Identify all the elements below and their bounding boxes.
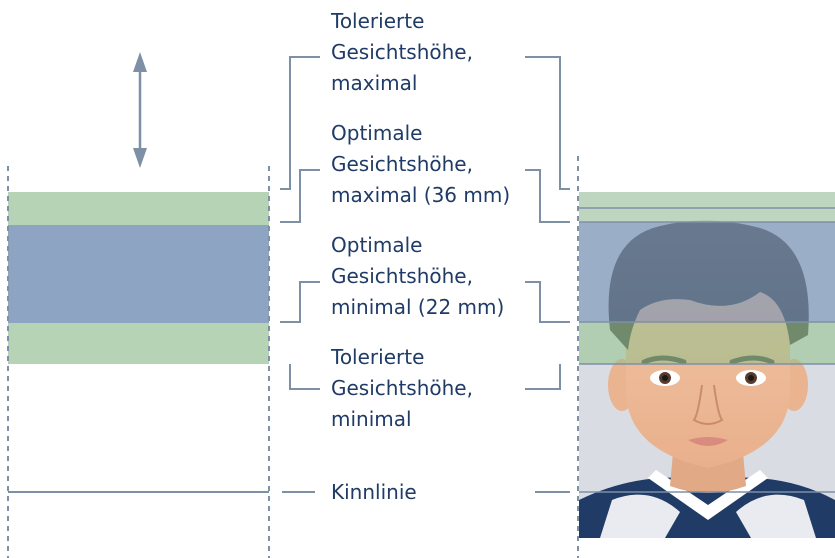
left-tolerance-band-bottom xyxy=(8,323,269,364)
label-tolerated-min-line-2: Gesichtshöhe, xyxy=(331,376,473,400)
bracket-tolerated-min-left xyxy=(289,364,320,390)
dashed-guides xyxy=(7,156,579,558)
label-tolerated-max: Tolerierte Gesichtshöhe, maximal xyxy=(331,6,473,99)
label-optimal-max-line-2: Gesichtshöhe, xyxy=(331,152,473,176)
left-optimal-band xyxy=(8,225,269,323)
bracket-optimal-min-right xyxy=(525,281,570,323)
bracket-optimal-max-left xyxy=(280,169,320,223)
left-tolerance-band-top xyxy=(8,192,269,225)
bracket-optimal-max-right xyxy=(525,169,570,223)
label-optimal-max-line-1: Optimale xyxy=(331,121,423,145)
label-optimal-min: Optimale Gesichtshöhe, minimal (22 mm) xyxy=(331,230,504,323)
bracket-tolerated-min-right xyxy=(525,364,561,390)
label-tolerated-max-line-1: Tolerierte xyxy=(331,9,425,33)
bracket-tolerated-max-right xyxy=(525,56,570,190)
left-bands xyxy=(8,192,269,364)
label-optimal-min-line-3: minimal (22 mm) xyxy=(331,295,505,319)
portrait-photo xyxy=(579,192,835,538)
label-optimal-min-line-2: Gesichtshöhe, xyxy=(331,264,473,288)
label-optimal-min-line-1: Optimale xyxy=(331,233,423,257)
label-tolerated-min-line-3: minimal xyxy=(331,407,412,431)
label-optimal-max-line-3: maximal (36 mm) xyxy=(331,183,511,207)
label-chin-line: Kinnlinie xyxy=(331,477,417,508)
photo-tolerance-band-top xyxy=(579,192,835,222)
label-tolerated-max-line-3: maximal xyxy=(331,71,418,95)
photo-tolerance-band-bottom xyxy=(579,322,835,364)
double-arrow-icon xyxy=(133,52,147,168)
label-tolerated-min-line-1: Tolerierte xyxy=(331,345,425,369)
bracket-optimal-min-left xyxy=(280,281,320,323)
brackets xyxy=(280,56,570,493)
label-chin-line-text: Kinnlinie xyxy=(331,480,417,504)
label-tolerated-min: Tolerierte Gesichtshöhe, minimal xyxy=(331,342,473,435)
photo-optimal-band xyxy=(579,222,835,322)
label-tolerated-max-line-2: Gesichtshöhe, xyxy=(331,40,473,64)
label-optimal-max: Optimale Gesichtshöhe, maximal (36 mm) xyxy=(331,118,510,211)
bracket-tolerated-max-left xyxy=(280,56,320,190)
